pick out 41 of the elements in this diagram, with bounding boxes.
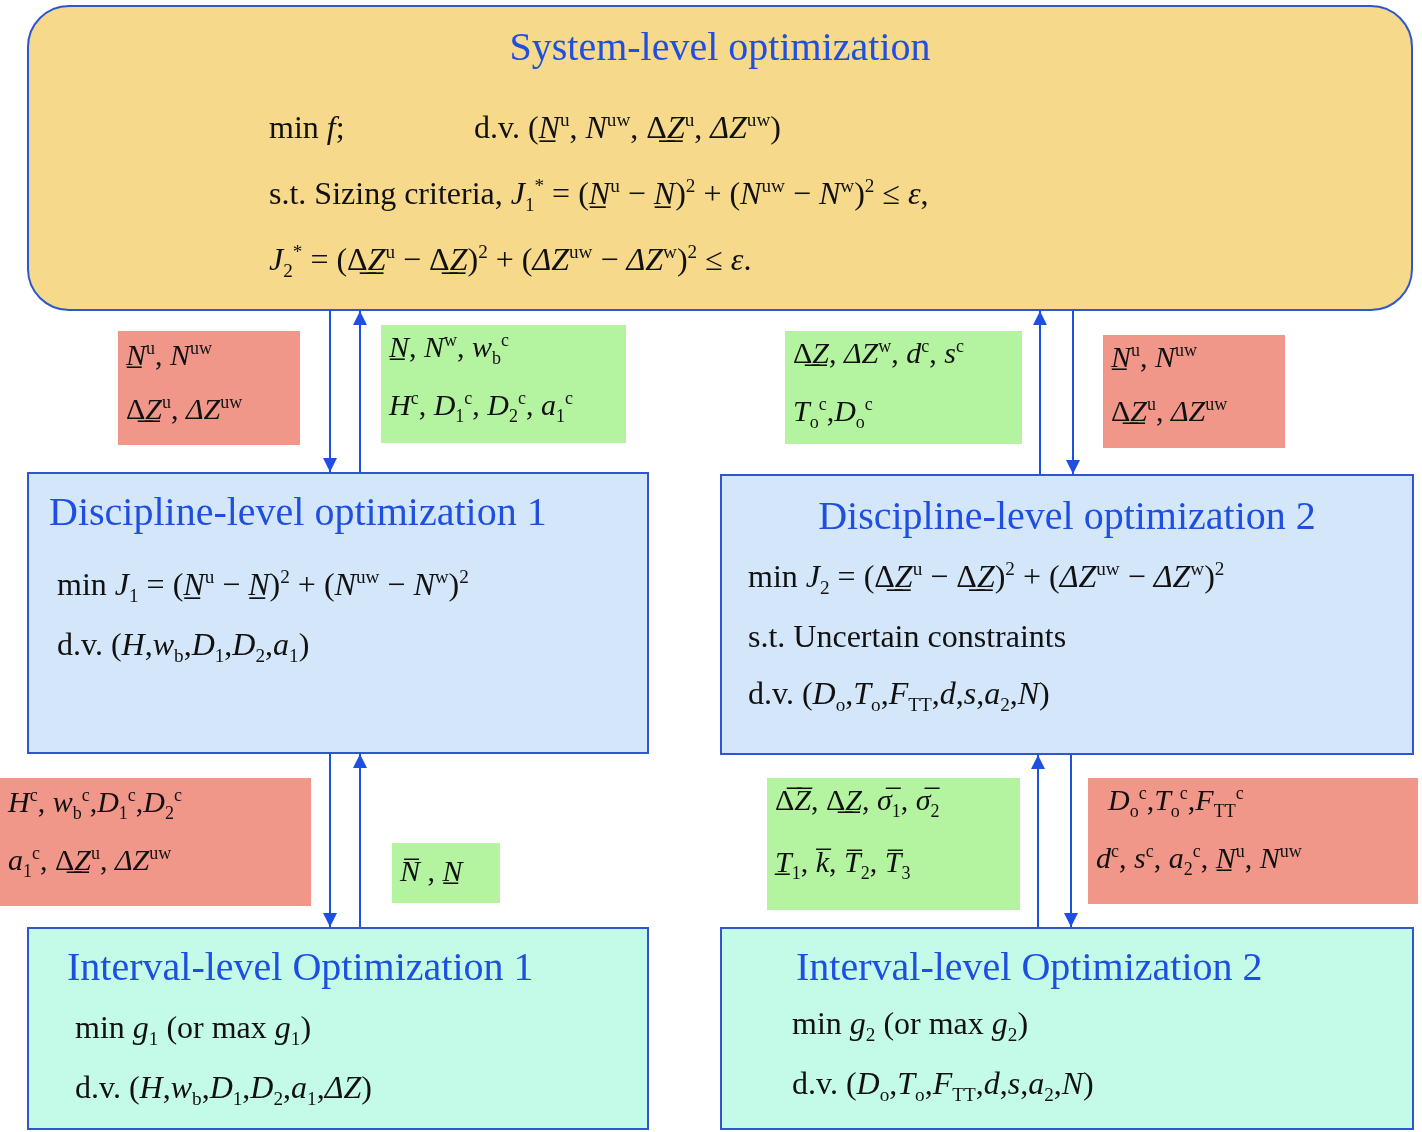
arrow [1066,310,1080,475]
arrow [1031,754,1045,928]
box-title: Interval-level Optimization 1 [67,943,534,991]
parameter-tag [1088,778,1418,904]
parameter-tag [381,325,626,443]
formula-text: s.t. Uncertain constraints [748,617,1067,656]
box-title: System-level optimization [508,23,932,71]
parameter-tag [767,778,1020,910]
process-box [720,927,1414,1130]
formula-text: min J$_{1}$ = (N̲$^{u}$ − N̲)$^{2}$ + (N$^{uw}$ − N$^{w}$)$^{2}$ [57,565,469,606]
formula-text: d.v. (H,w$_{b}$,D$_{1}$,D$_{2}$,a$_{1}$,ΔZ) [75,1068,372,1109]
formula-text: N̲$^{u}$, N$^{uw}$ [1111,339,1198,375]
arrow [1033,310,1047,475]
formula-text: min g$_{1}$ (or max g$_{1}$) [75,1008,312,1049]
formula-text: d.v. (D$_{o}$,T$_{o}$,F$_{TT}$,d,s,a$_{2}$,N) [792,1064,1094,1105]
box-title: Discipline-level optimization 1 [49,488,547,536]
parameter-tag [785,331,1022,444]
parameter-tag [392,843,500,903]
formula-text: min f; [269,108,345,147]
arrow [353,753,367,928]
arrow [1064,754,1078,928]
parameter-tag [118,331,300,445]
formula-text: s.t. Sizing criteria, J$_{1}$$^{*}$ = (N̲$^{u}$ − N̲)$^{2}$ + (N$^{uw}$ − N$^{w}$)$^{2}$ ≤ ε, [269,174,929,215]
process-box [27,5,1413,311]
formula-text: d$^{c}$, s$^{c}$, a$_{2}$$^{c}$, N̲$^{u}$, N$^{uw}$ [1096,840,1302,877]
parameter-tag [1103,335,1285,448]
process-box [27,927,649,1130]
arrow [323,310,337,473]
formula-text: N̅ , N̲ [400,853,463,889]
box-title: Interval-level Optimization 2 [796,943,1263,991]
formula-text: d.v. (D$_{o}$,T$_{o}$,F$_{TT}$,d,s,a$_{2}$,N) [748,674,1050,715]
formula-text: N̲$^{u}$, N$^{uw}$ [126,337,213,373]
formula-text: d.v. (H,w$_{b}$,D$_{1}$,D$_{2}$,a$_{1}$) [57,625,310,666]
formula-text: T̲$_{1}$, k̅, T̅$_{2}$, T̅$_{3}$ [775,844,911,881]
parameter-tag [0,778,311,906]
arrow [353,310,367,473]
process-box [720,474,1414,755]
process-box [27,472,649,754]
arrow [323,753,337,928]
box-title: Discipline-level optimization 2 [817,492,1317,540]
formula-text: min g$_{2}$ (or max g$_{2}$) [792,1004,1029,1045]
